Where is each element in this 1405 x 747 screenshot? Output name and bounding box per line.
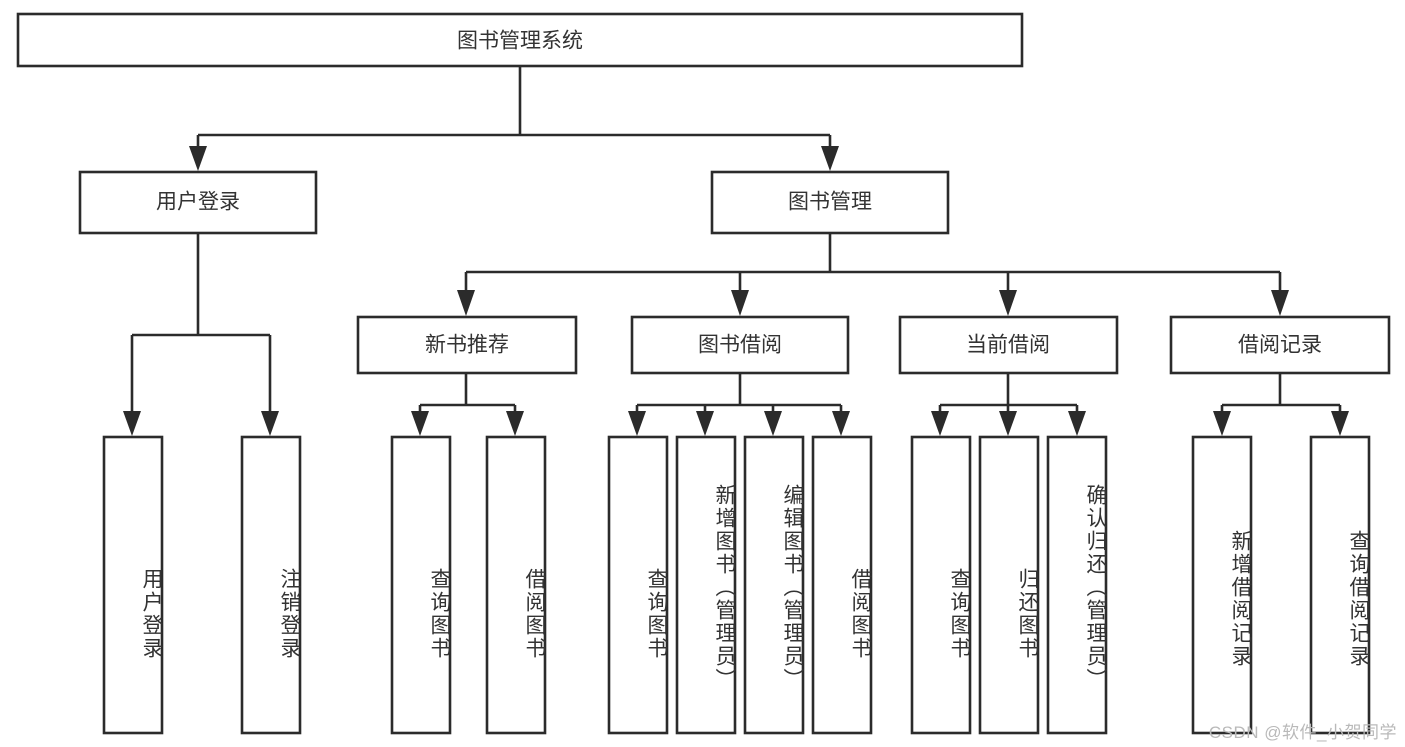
arrowhead-record-leaf-2 (1331, 411, 1349, 436)
arrowhead-to-new-book (457, 290, 475, 316)
leaf-box-confirm-return-admin[interactable] (1046, 435, 1108, 735)
node-root-system[interactable]: 图书管理系统 (16, 12, 1024, 68)
node-root-label: 图书管理系统 (457, 30, 583, 53)
arrowhead-borrow-leaf-3 (764, 411, 782, 436)
arrowhead-borrow-leaf-4 (832, 411, 850, 436)
leaf-box-group (102, 435, 1371, 735)
arrowhead-current-leaf-3 (1068, 411, 1086, 436)
leaf-box-add-book-admin[interactable] (675, 435, 737, 735)
leaf-box-return-book[interactable] (978, 435, 1040, 735)
leaf-box-user-login[interactable] (102, 435, 164, 735)
arrowhead-to-current-borrow (999, 290, 1017, 316)
node-root-box[interactable] (16, 12, 1024, 68)
leaf-box-borrow-query-book[interactable] (607, 435, 669, 735)
leaf-box-current-query-book[interactable] (910, 435, 972, 735)
leaf-box-logout[interactable] (240, 435, 302, 735)
node-book-borrow-box[interactable] (630, 315, 850, 375)
arrowhead-new-leaf-1 (411, 411, 429, 436)
node-new-book-recommend-box[interactable] (356, 315, 578, 375)
arrowhead-current-leaf-1 (931, 411, 949, 436)
leaf-box-borrow-book[interactable] (811, 435, 873, 735)
leaf-box-add-borrow-record[interactable] (1191, 435, 1253, 735)
node-book-borrow-label: 图书借阅 (698, 334, 782, 357)
node-book-management-box[interactable] (710, 170, 950, 235)
node-current-borrow-label: 当前借阅 (966, 334, 1050, 357)
arrowhead-to-borrow-record (1271, 290, 1289, 316)
arrowhead-group (123, 146, 1349, 436)
node-book-management[interactable]: 图书管理 (710, 170, 950, 235)
leaf-box-new-borrow-book[interactable] (485, 435, 547, 735)
node-user-login[interactable]: 用户登录 (78, 170, 318, 235)
arrowhead-to-book-mgmt (821, 146, 839, 171)
node-new-book-recommend-label: 新书推荐 (425, 334, 509, 357)
arrowhead-current-leaf-2 (999, 411, 1017, 436)
arrowhead-new-leaf-2 (506, 411, 524, 436)
leaf-box-query-borrow-record[interactable] (1309, 435, 1371, 735)
leaf-box-new-query-book[interactable] (390, 435, 452, 735)
node-book-borrow[interactable]: 图书借阅 (630, 315, 850, 375)
leaf-box-edit-book-admin[interactable] (743, 435, 805, 735)
arrowhead-login-leaf-1 (123, 411, 141, 436)
node-current-borrow-box[interactable] (898, 315, 1119, 375)
node-borrow-record[interactable]: 借阅记录 (1169, 315, 1391, 375)
node-new-book-recommend[interactable]: 新书推荐 (356, 315, 578, 375)
arrowhead-record-leaf-1 (1213, 411, 1231, 436)
arrowhead-to-user-login (189, 146, 207, 171)
node-borrow-record-label: 借阅记录 (1238, 334, 1322, 357)
arrowhead-login-leaf-2 (261, 411, 279, 436)
node-book-management-label: 图书管理 (788, 191, 872, 214)
watermark-text: CSDN @软件_小贺同学 (1208, 723, 1397, 742)
arrowhead-borrow-leaf-1 (628, 411, 646, 436)
node-current-borrow[interactable]: 当前借阅 (898, 315, 1119, 375)
node-user-login-label: 用户登录 (156, 191, 240, 214)
node-user-login-box[interactable] (78, 170, 318, 235)
node-borrow-record-box[interactable] (1169, 315, 1391, 375)
arrowhead-to-book-borrow (731, 290, 749, 316)
arrowhead-borrow-leaf-2 (696, 411, 714, 436)
